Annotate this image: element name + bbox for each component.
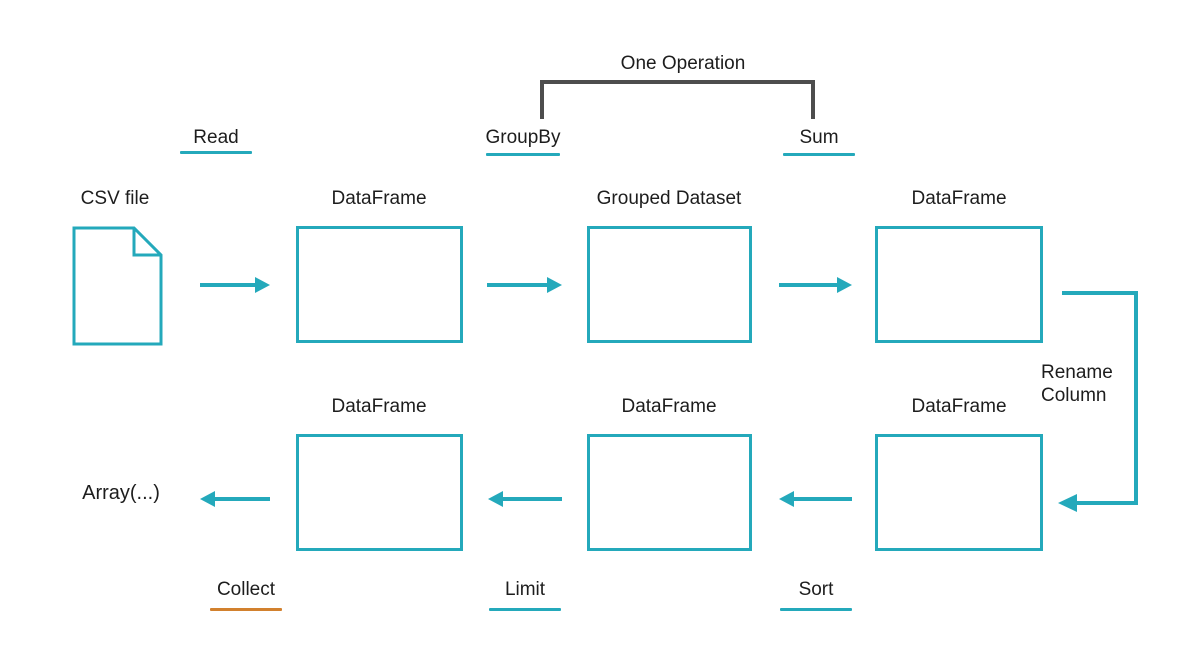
arrow-left-icon-sort xyxy=(779,491,852,507)
rename-column-line1: Rename xyxy=(1041,362,1113,383)
dataframe-label-bottom-mid: DataFrame xyxy=(621,396,717,417)
collect-underline xyxy=(210,608,282,611)
groupby-underline xyxy=(486,153,560,156)
one-operation-label: One Operation xyxy=(620,53,746,74)
limit-underline xyxy=(489,608,561,611)
sum-operation-label: Sum xyxy=(799,127,839,148)
dataframe-box-bottom-mid xyxy=(587,434,752,551)
dataframe-box-bottom-right xyxy=(875,434,1043,551)
dataframe-box-top-1 xyxy=(296,226,463,343)
dataframe-label-top-1: DataFrame xyxy=(331,188,427,209)
read-underline xyxy=(180,151,252,154)
dataframe-box-top-2 xyxy=(875,226,1043,343)
rename-column-label: Rename Column xyxy=(1041,361,1131,407)
arrow-right-icon-read xyxy=(200,277,270,293)
dataframe-label-top-2: DataFrame xyxy=(911,188,1007,209)
dataframe-label-bottom-left: DataFrame xyxy=(331,396,427,417)
grouped-dataset-box xyxy=(587,226,752,343)
sort-underline xyxy=(780,608,852,611)
grouped-dataset-label: Grouped Dataset xyxy=(596,188,742,209)
dataframe-label-bottom-right: DataFrame xyxy=(911,396,1007,417)
dataframe-box-bottom-left xyxy=(296,434,463,551)
rename-connector-arrow xyxy=(1058,291,1138,512)
groupby-operation-label: GroupBy xyxy=(485,127,561,148)
one-operation-bracket-right xyxy=(811,80,815,119)
csv-file-label: CSV file xyxy=(80,188,150,209)
read-operation-label: Read xyxy=(193,127,239,148)
array-result-label: Array(...) xyxy=(82,482,160,504)
sort-operation-label: Sort xyxy=(798,579,834,600)
one-operation-bracket xyxy=(540,80,815,84)
sum-underline xyxy=(783,153,855,156)
collect-operation-label: Collect xyxy=(216,579,276,600)
arrow-right-icon-groupby xyxy=(487,277,562,293)
rename-column-line2: Column xyxy=(1041,385,1107,406)
csv-file-icon xyxy=(72,226,163,346)
arrow-left-icon-collect xyxy=(200,491,270,507)
arrow-right-icon-sum xyxy=(779,277,852,293)
limit-operation-label: Limit xyxy=(504,579,546,600)
arrow-left-icon-limit xyxy=(488,491,562,507)
one-operation-bracket-left xyxy=(540,80,544,119)
